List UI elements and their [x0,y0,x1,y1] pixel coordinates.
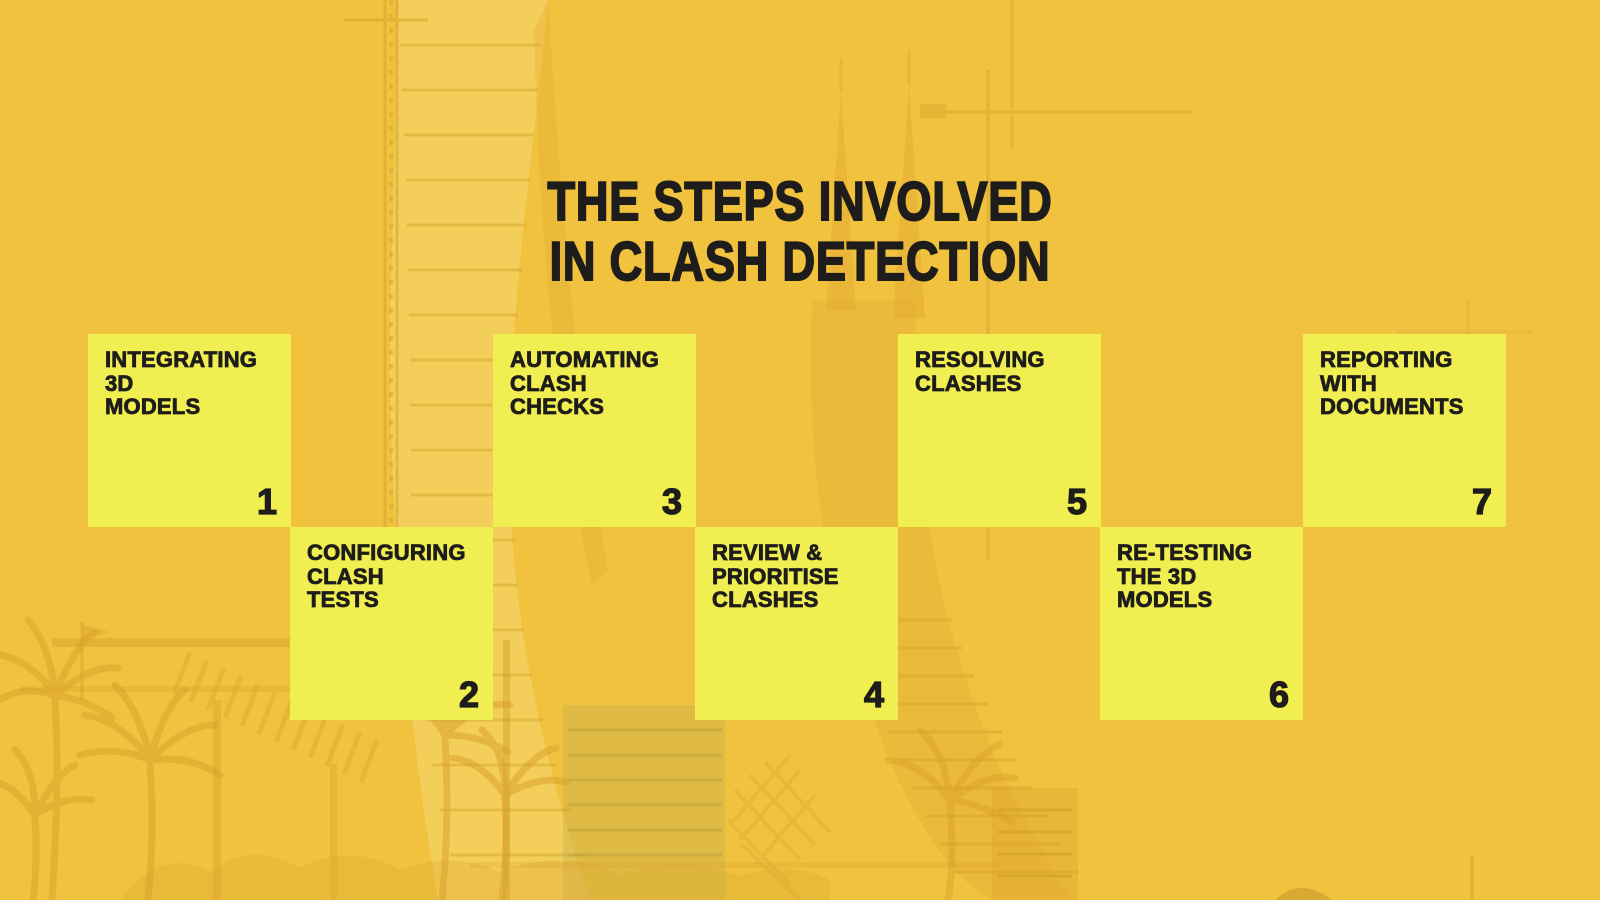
step-label: INTEGRATING 3D MODELS [105,347,258,420]
step-card-3: AUTOMATING CLASH CHECKS 3 [493,334,696,527]
step-label: REPORTING WITH DOCUMENTS [1320,347,1464,420]
step-card-2: CONFIGURING CLASH TESTS 2 [290,527,493,720]
step-label: AUTOMATING CLASH CHECKS [510,347,660,420]
glass-building [470,640,1000,900]
step-label: RE-TESTING THE 3D MODELS [1117,540,1253,613]
step-label: RESOLVING CLASHES [915,347,1045,396]
title-line-2: IN CLASH DETECTION [549,230,1051,293]
step-number: 6 [1268,673,1289,715]
step-card-6: RE-TESTING THE 3D MODELS 6 [1100,527,1303,720]
lattice-canopy [726,753,832,900]
step-number: 1 [256,480,277,522]
low-building [992,788,1078,900]
pergola-structure [20,622,400,900]
step-number: 5 [1066,480,1087,522]
step-card-7: REPORTING WITH DOCUMENTS 7 [1303,334,1506,527]
step-number: 7 [1471,480,1492,522]
title-line-1: THE STEPS INVOLVED [547,169,1053,232]
step-card-4: REVIEW & PRIORITISE CLASHES 4 [695,527,898,720]
step-label: CONFIGURING CLASH TESTS [307,540,466,613]
page-title: THE STEPS INVOLVED IN CLASH DETECTION [144,169,1456,293]
right-tower-silhouette [810,50,1078,900]
shrub-line [120,854,830,900]
step-number: 2 [458,673,479,715]
step-card-1: INTEGRATING 3D MODELS 1 [88,334,291,527]
step-card-5: RESOLVING CLASHES 5 [898,334,1101,527]
far-right-details [1275,856,1474,900]
step-label: REVIEW & PRIORITISE CLASHES [712,540,839,613]
step-number: 3 [661,480,682,522]
step-number: 4 [863,673,884,715]
